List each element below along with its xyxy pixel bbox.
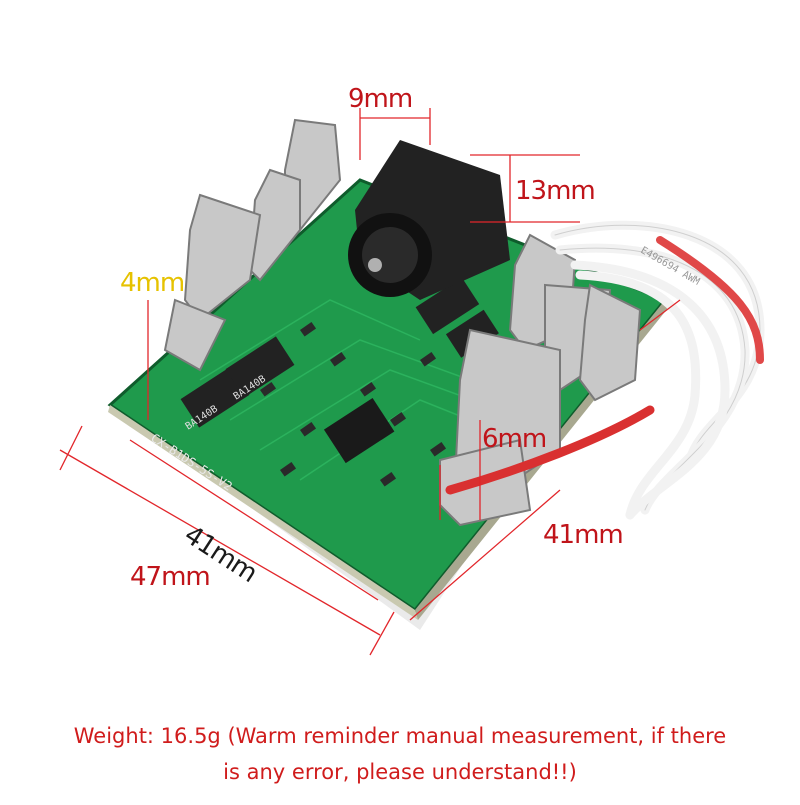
dim-label-9mm: 9mm (348, 84, 413, 114)
dim-label-13mm: 13mm (515, 176, 596, 206)
dim-label-4mm: 4mm (120, 268, 185, 298)
dc-connector (348, 140, 510, 300)
weight-caption-line-1: Weight: 16.5g (Warm reminder manual meas… (73, 724, 727, 748)
pcb-edge (108, 405, 418, 620)
dim-label-6mm: 6mm (482, 424, 547, 454)
main-ic-chip (323, 397, 395, 464)
weight-caption-line-2: is any error, please understand!!) (223, 760, 577, 784)
dim-label-41mm-side: 41mm (543, 520, 624, 550)
smd-components (260, 321, 447, 487)
dimension-lines (59, 108, 681, 656)
lead-wires (445, 220, 765, 520)
dim-label-47mm: 47mm (130, 562, 211, 592)
